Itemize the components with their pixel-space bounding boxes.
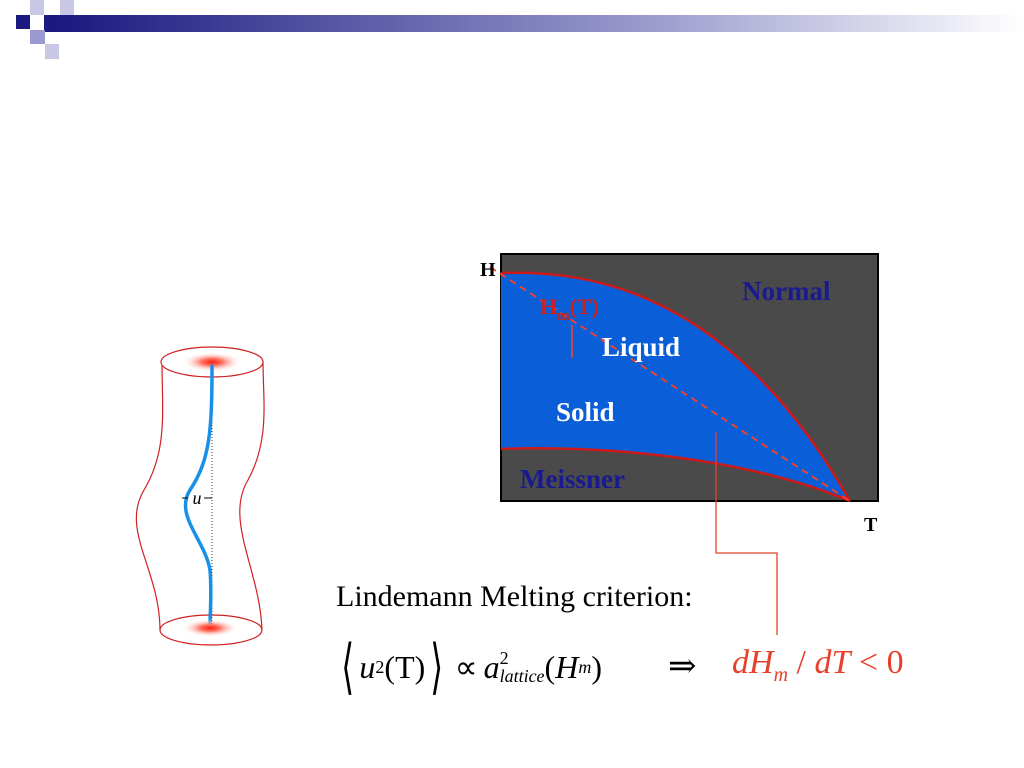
header-square — [45, 44, 59, 59]
result-slash: / — [788, 644, 815, 681]
solid-label: Solid — [556, 397, 615, 427]
tube-bottom-front — [159, 629, 263, 646]
tube-bottom-glow — [182, 619, 238, 637]
formula-arg: (T) — [384, 648, 426, 685]
melting-line-label: Hm(T) — [540, 294, 599, 324]
y-axis-label: H — [480, 259, 496, 281]
formula-a: a — [483, 648, 500, 685]
meissner-label: Meissner — [520, 464, 625, 494]
header-square — [60, 0, 74, 15]
header-square — [30, 0, 44, 15]
header-square — [44, 15, 60, 32]
result-dT: dT — [814, 644, 851, 681]
displacement-label: u — [193, 488, 202, 508]
lower-critical-field-line — [500, 446, 851, 503]
vortex-line — [183, 364, 214, 629]
formula-proportional: ∝ — [454, 649, 478, 685]
x-axis-label: T — [864, 514, 878, 536]
connector-path — [715, 432, 778, 635]
tube-right-wall — [239, 361, 265, 631]
formula-open-paren: ( — [544, 648, 556, 685]
connector-line — [715, 432, 778, 635]
tube-top-glow — [182, 352, 242, 372]
melting-label-arg: (T) — [570, 294, 599, 319]
phase-diagram: H T Normal Liquid Solid Meissner Hm(T) — [480, 253, 879, 536]
result-dH: dH — [732, 644, 774, 681]
formula-H-sub: m — [578, 656, 592, 677]
tube-left-wall — [135, 361, 164, 631]
right-angle-bracket: ⟩ — [430, 634, 444, 700]
header-gradient-bar — [60, 15, 1024, 32]
formula-H: H — [555, 648, 579, 685]
formula-u: u — [359, 648, 376, 685]
implies-arrow: ⇒ — [668, 646, 697, 686]
melting-label-sub: m — [557, 308, 570, 324]
criterion-title: Lindemann Melting criterion: — [336, 580, 693, 613]
left-angle-bracket: ⟨ — [341, 634, 355, 700]
result-lt: < — [850, 644, 887, 681]
melting-slope-result: dHm / dT < 0 — [732, 644, 904, 687]
formula-u-power: 2 — [375, 656, 385, 677]
formula-a-power: 2 — [499, 648, 509, 668]
result-sub: m — [773, 663, 789, 686]
formula-a-sub: lattice — [499, 666, 545, 686]
header-square — [30, 30, 45, 44]
upper-critical-field-line — [500, 271, 852, 502]
header-decoration — [16, 0, 1024, 59]
result-zero: 0 — [886, 644, 904, 681]
formula-close-paren: ) — [591, 648, 602, 685]
vortex-tube-illustration: u — [135, 346, 265, 646]
melting-label-main: H — [540, 294, 557, 319]
liquid-label: Liquid — [602, 332, 680, 362]
header-square — [16, 15, 30, 29]
normal-label: Normal — [742, 276, 831, 306]
